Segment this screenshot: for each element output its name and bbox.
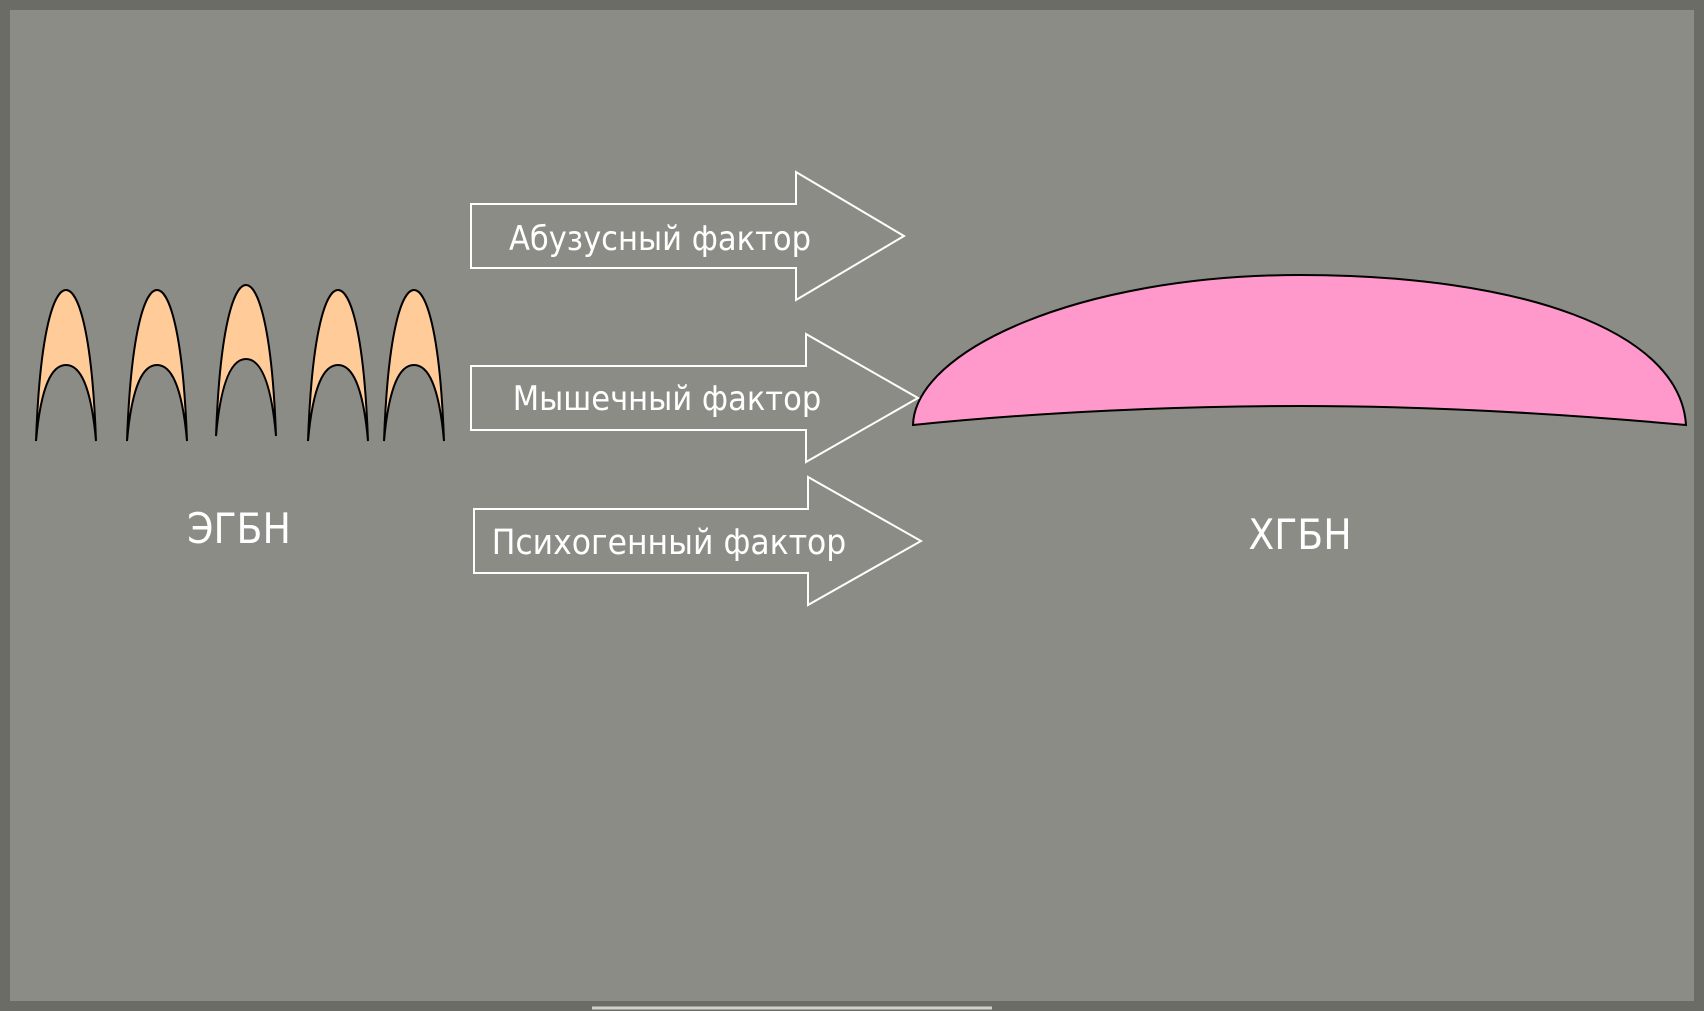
chronic-dome (913, 275, 1686, 425)
episode-peak (308, 290, 368, 441)
episode-peak (127, 290, 187, 441)
episode-peak (384, 290, 444, 441)
episodic-label: ЭГБН (187, 504, 291, 553)
arrow-muscle-label: Мышечный фактор (513, 379, 822, 419)
episodic-peaks-group (36, 285, 444, 441)
arrow-psychogenic-label: Психогенный фактор (492, 523, 847, 563)
arrow-abuse-label: Абузусный фактор (509, 219, 811, 259)
episode-peak (216, 285, 276, 436)
chronic-label: ХГБН (1248, 510, 1351, 559)
episode-peak (36, 290, 96, 441)
